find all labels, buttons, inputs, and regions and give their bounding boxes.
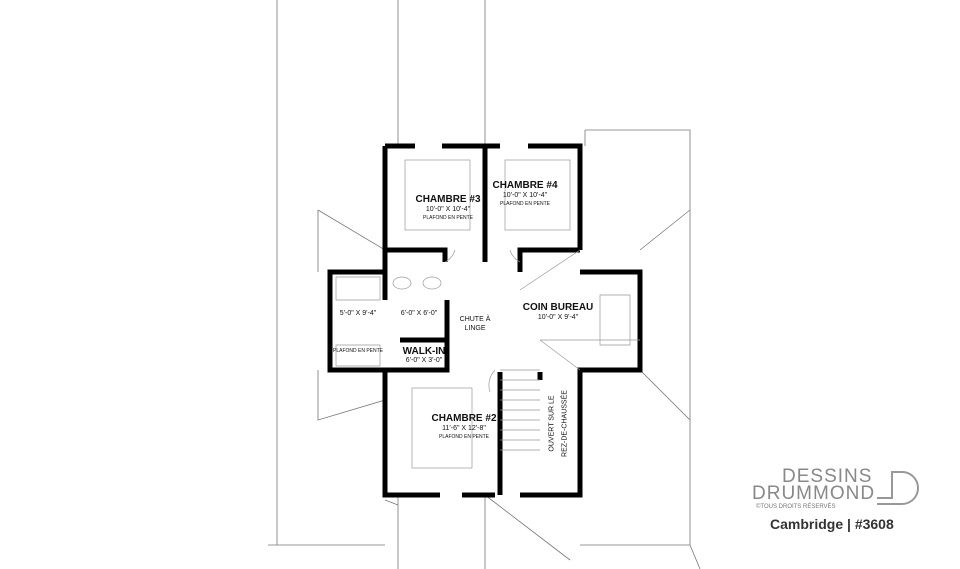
open-label-2: REZ-DE-CHAUSSÉE xyxy=(561,390,569,457)
brand-line2: DRUMMOND xyxy=(752,483,876,504)
bath-note: PLAFOND EN PENTE xyxy=(332,348,384,354)
room-name-chambre3: CHAMBRE #3 xyxy=(415,194,481,205)
room-dim-bath2: 6'-0" X 6'-0" xyxy=(400,310,438,317)
roof-outline xyxy=(268,0,701,569)
brand-rights: ©TOUS DROITS RÉSERVÉS xyxy=(756,504,836,510)
room-dim-bath1: 5'-0" X 9'-4" xyxy=(339,310,377,317)
exterior-walls xyxy=(327,143,643,498)
room-dim-coin-bureau: 10'-0" X 9'-4" xyxy=(537,314,579,321)
room-note-chambre3: PLAFOND EN PENTE xyxy=(422,215,474,221)
room-dim-chambre4: 10'-0" X 10'-4" xyxy=(502,192,548,199)
room-name-chambre4: CHAMBRE #4 xyxy=(492,180,558,191)
interior-details xyxy=(335,159,640,469)
brand-line1: DESSINS xyxy=(782,466,873,487)
open-label-1: OUVERT SUR LE xyxy=(548,395,556,452)
room-name-coin-bureau: COIN BUREAU xyxy=(522,302,594,313)
room-dim-walkin: 6'-0" X 3'-0" xyxy=(405,357,443,364)
room-name-walkin: WALK-IN xyxy=(402,346,446,357)
room-name-chambre2: CHAMBRE #2 xyxy=(431,413,497,424)
room-note-chambre2: PLAFOND EN PENTE xyxy=(438,434,490,440)
room-note-chambre4: PLAFOND EN PENTE xyxy=(499,201,551,207)
chute-label-2: LINGE xyxy=(464,325,486,332)
room-dim-chambre3: 10'-0" X 10'-4" xyxy=(425,206,471,213)
door-logo-icon xyxy=(877,471,919,505)
room-dim-chambre2: 11'-6" X 12'-8" xyxy=(442,425,486,432)
chute-label-1: CHUTE À xyxy=(459,316,491,323)
plan-name: Cambridge | #3608 xyxy=(770,516,894,532)
